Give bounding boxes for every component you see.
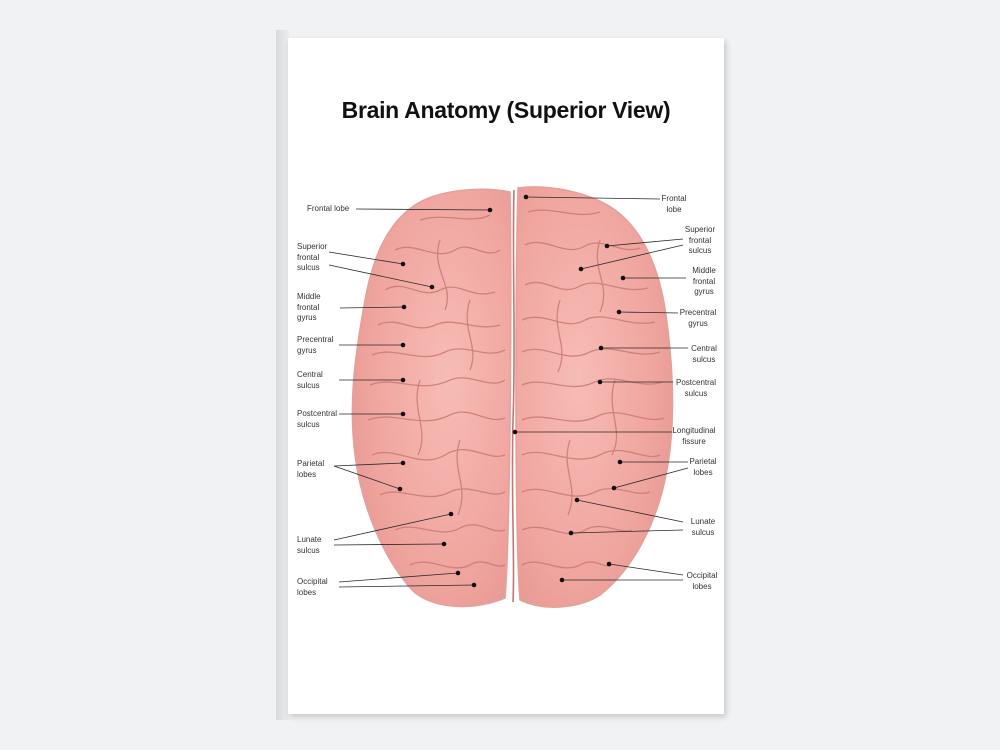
label-left-parietal-lobes: Parietal lobes xyxy=(297,459,325,479)
label-right-frontal-lobe: Frontal lobe xyxy=(661,194,687,214)
label-right-longitudinal-fissure: Longitudinal fissure xyxy=(672,426,716,446)
right-gyri-pattern xyxy=(521,209,665,569)
left-gyri-pattern xyxy=(367,214,506,569)
label-right-precentral-gyrus: Precentral gyrus xyxy=(679,308,717,328)
label-right-central-sulcus: Central sulcus xyxy=(691,344,717,364)
label-right-occipital-lobes: Occipital lobes xyxy=(686,571,718,591)
diagram-title: Brain Anatomy (Superior View) xyxy=(341,97,671,123)
label-left-frontal-lobe: Frontal lobe xyxy=(307,204,350,213)
canvas-side-edge xyxy=(276,30,289,720)
label-left-middle-frontal-gyrus: Middle frontal gyrus xyxy=(297,292,321,322)
label-right-middle-frontal-gyrus: Middle frontal gyrus xyxy=(692,266,716,296)
right-hemisphere xyxy=(515,186,674,608)
label-right-superior-frontal-sulcus: Superior frontal sulcus xyxy=(684,225,716,255)
label-right-parietal-lobes: Parietal lobes xyxy=(689,457,717,477)
label-left-lunate-sulcus: Lunate sulcus xyxy=(297,535,322,555)
label-right-lunate-sulcus: Lunate sulcus xyxy=(690,517,716,537)
label-right-postcentral-sulcus: Postcentral sulcus xyxy=(675,378,717,398)
label-left-superior-frontal-sulcus: Superior frontal sulcus xyxy=(297,242,328,272)
leader-lines xyxy=(328,196,689,588)
label-left-central-sulcus: Central sulcus xyxy=(297,370,323,390)
label-left-postcentral-sulcus: Postcentral sulcus xyxy=(297,409,338,429)
longitudinal-fissure-line xyxy=(511,189,515,603)
label-left-occipital-lobes: Occipital lobes xyxy=(297,577,328,597)
left-hemisphere xyxy=(351,188,512,608)
label-left-precentral-gyrus: Precentral gyrus xyxy=(297,335,334,355)
leader-dots xyxy=(397,194,626,588)
